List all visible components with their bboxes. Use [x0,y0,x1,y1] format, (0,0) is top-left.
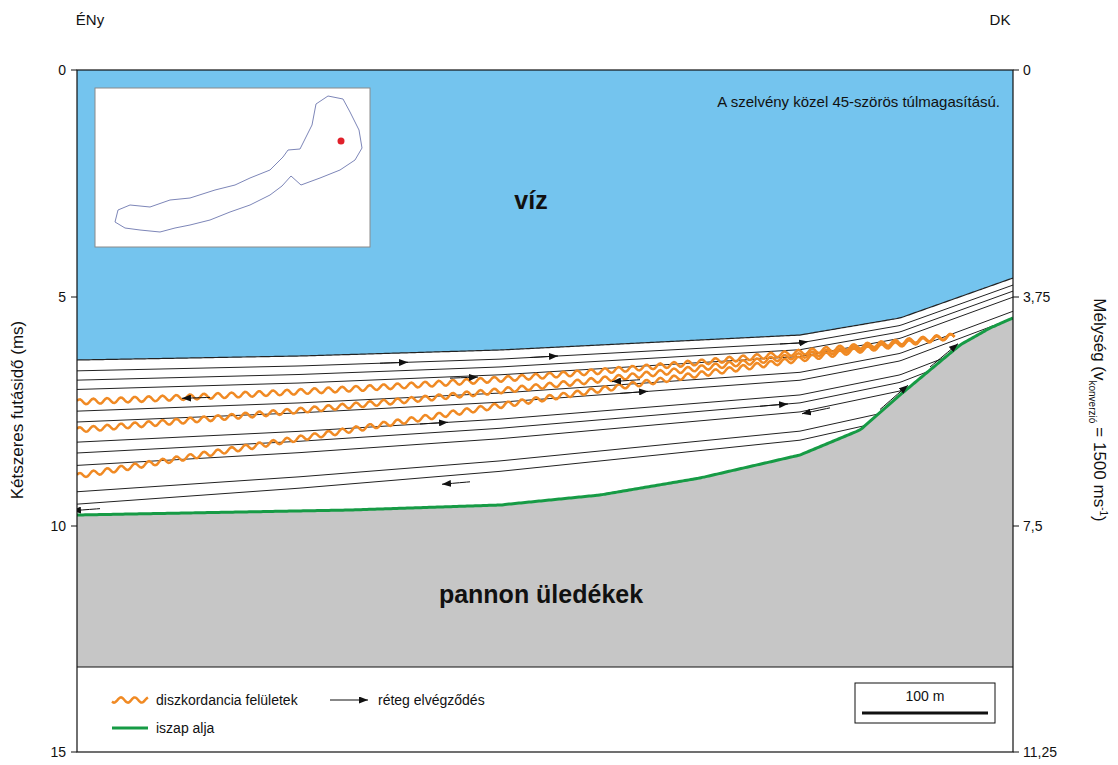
tick-label: 0 [1023,62,1031,78]
reflector-line [77,425,866,504]
legend-separator [77,667,1013,668]
legend-text: réteg elvégződés [378,692,485,708]
mud-base-sample [112,727,148,730]
tick-label: 15 [50,744,66,760]
termination-arrow [182,397,210,399]
reflector-line [77,311,1013,411]
frame [77,70,1013,752]
legend-text: iszap alja [156,720,214,736]
axis-title: = 1500 ms [1090,427,1109,507]
scale-box [855,683,995,723]
termination-sample [330,700,368,701]
tick-label: 7,5 [1023,518,1042,534]
direction-label: ÉNy [76,11,104,28]
axis-title: Mélység (v [1090,298,1109,380]
termination-arrow [442,482,470,484]
axis-superscript: -1 [1098,507,1109,516]
inset-box [95,88,370,247]
termination-arrow [780,342,808,344]
termination-arrow [880,385,908,409]
note: A szelvény közel 45-szörös túlmagasítású… [717,93,1000,110]
reflector-line [77,414,878,492]
depth-axis-title: Mélység (vkonverzió = 1500 ms-1) [1087,298,1109,521]
axis-subscript: konverzió [1087,380,1098,423]
tick-label: 10 [50,518,66,534]
unconformity-sample [112,697,148,702]
region-label: pannon üledékek [439,580,643,609]
location-dot [338,138,345,145]
termination-arrow [77,509,100,511]
tick-label: 3,75 [1023,289,1050,305]
termination-arrow [760,404,788,406]
reflector-line [77,323,1001,422]
scale-label: 100 m [906,688,945,704]
scale-line [862,712,988,715]
unconformity [77,334,955,432]
unconformity [77,334,955,477]
termination-arrow [380,362,408,364]
water-body [77,70,1013,360]
tick-label: 11,25 [1023,744,1057,760]
section-body [77,70,1013,667]
direction-label: DK [990,11,1011,28]
scale-bar [855,683,995,723]
termination-arrow [450,377,478,378]
termination-arrow [530,356,558,358]
termination-arrow [620,391,648,393]
pannonian-body [77,318,1013,667]
unconformity [77,334,955,404]
inset-map [95,88,370,247]
termination-arrow [930,344,958,367]
termination-arrow [612,380,640,382]
reflector-line [77,291,1013,380]
axis-title: ) [1090,516,1109,522]
lake-outline [115,96,362,232]
termination-arrow [420,422,448,424]
axis-ticks [71,70,1019,752]
legend-text: diszkordancia felületek [156,692,298,708]
region-label: víz [514,186,547,215]
axis-title: Kétszeres futásidő (ms) [8,321,28,500]
mud-base [77,318,1013,515]
tick-label: 5 [58,289,66,305]
tick-label: 0 [58,62,66,78]
termination-arrow [802,408,830,414]
